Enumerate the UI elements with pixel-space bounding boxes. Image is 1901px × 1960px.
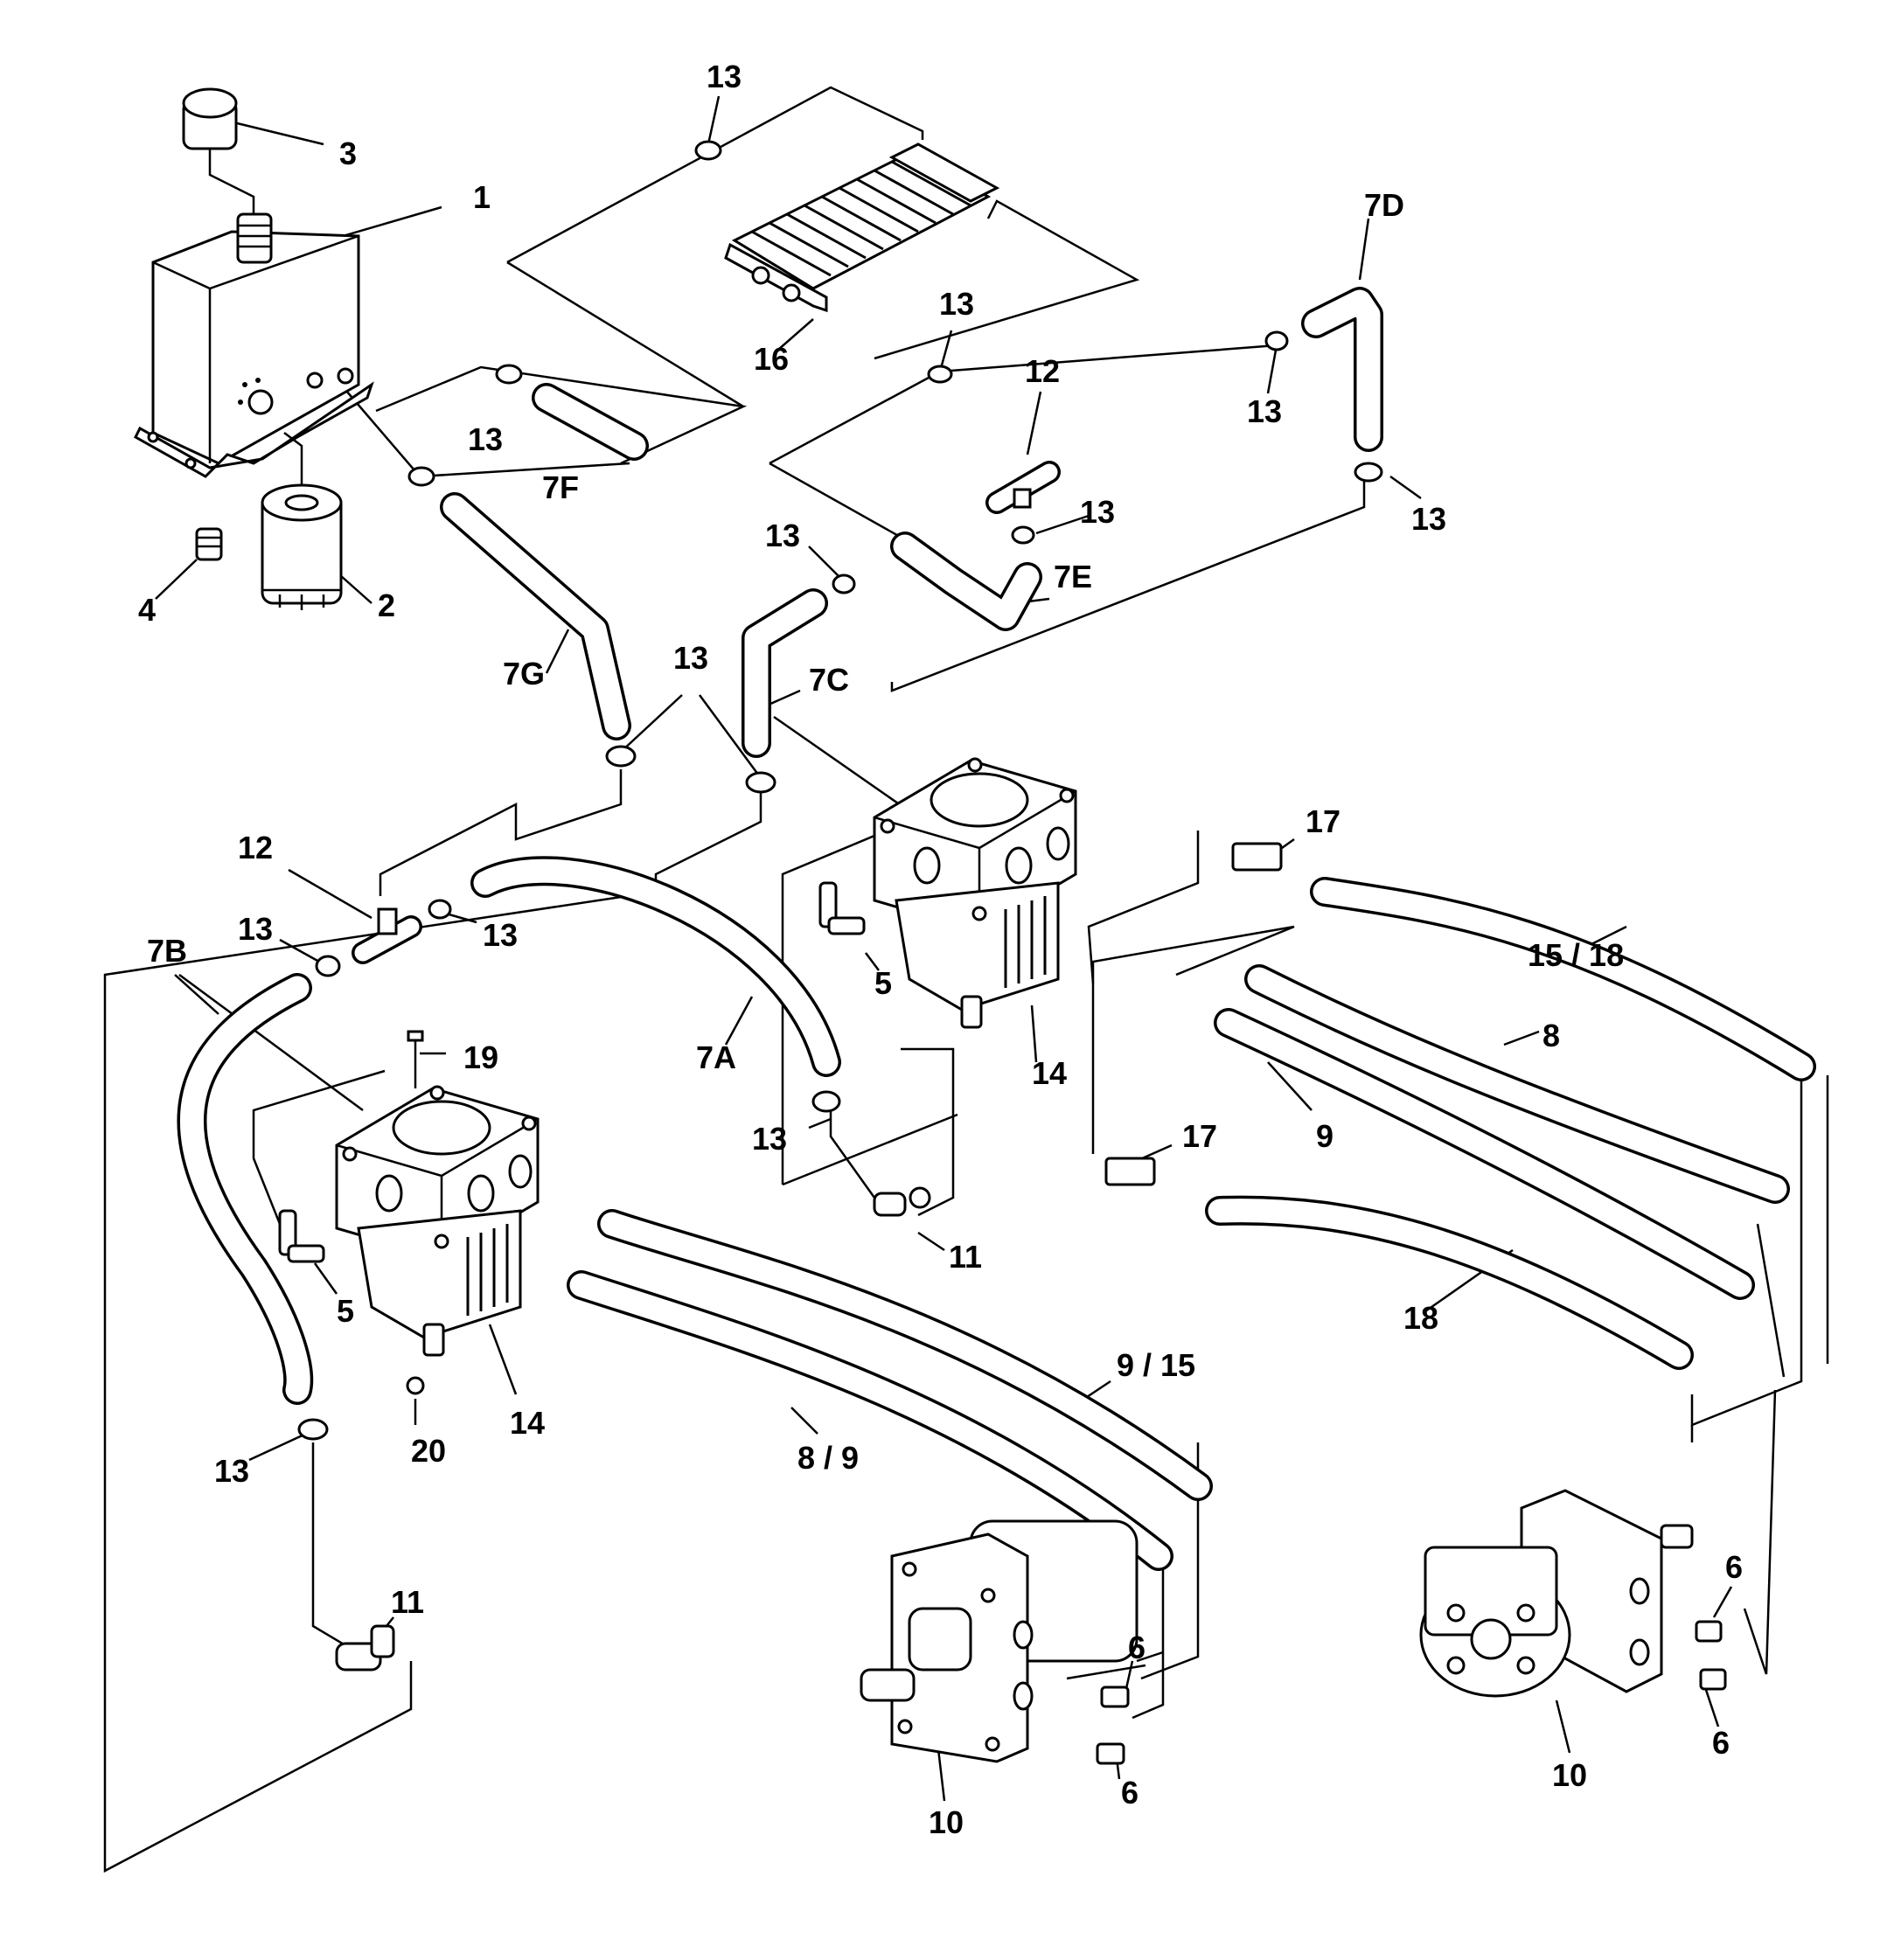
callout-label: 7A — [696, 1039, 736, 1075]
callout-label: 7D — [1364, 187, 1404, 223]
callout-label: 6 — [1121, 1775, 1139, 1811]
callout-label: 8 / 9 — [797, 1440, 859, 1476]
callout-label: 13 — [214, 1453, 249, 1489]
callout-label: 3 — [339, 136, 357, 171]
callout-label: 7B — [147, 933, 187, 969]
tee-fitting-left — [352, 907, 422, 964]
callout-label: 13 — [1247, 393, 1282, 429]
callout-label: 14 — [1032, 1055, 1067, 1091]
callout-label: 6 — [1712, 1725, 1730, 1761]
callout-label: 2 — [378, 587, 395, 623]
callout-label: 13 — [1080, 494, 1115, 530]
callout-label: 8 — [1542, 1018, 1560, 1053]
callout-label: 14 — [510, 1405, 545, 1441]
callout-label: 13 — [707, 59, 742, 94]
callout-label: 5 — [337, 1293, 354, 1329]
hose-9 — [1214, 1008, 1755, 1300]
callout-label: 9 / 15 — [1117, 1347, 1195, 1383]
hose-7f — [532, 383, 649, 461]
callout-label: 19 — [463, 1039, 498, 1075]
callout-label: 4 — [138, 592, 156, 628]
callout-label: 7G — [503, 656, 545, 692]
elbow-11-bottom — [335, 1624, 395, 1672]
hose-18 — [1205, 1195, 1694, 1370]
callout-label: 13 — [752, 1121, 787, 1157]
callout-label: 1 — [473, 179, 491, 215]
callout-label: 13 — [483, 917, 518, 953]
hose-7d — [1301, 287, 1383, 452]
callout-label: 13 — [238, 911, 273, 947]
callout-label: 13 — [468, 421, 503, 457]
callout-label: 7F — [542, 469, 579, 505]
oil-filter — [261, 483, 343, 610]
elbow-11-mid — [873, 1186, 931, 1217]
hydraulic-pump-left — [335, 1085, 540, 1357]
callout-label: 10 — [1552, 1757, 1587, 1793]
callout-label: 17 — [1182, 1118, 1217, 1154]
callout-label: 13 — [939, 286, 974, 322]
callout-label: 12 — [238, 830, 273, 865]
callout-label: 10 — [929, 1804, 964, 1840]
callout-label: 17 — [1306, 803, 1340, 839]
callout-label: 7E — [1054, 559, 1092, 594]
hose-8-9 — [567, 1270, 1173, 1571]
hose-9-15 — [597, 1209, 1213, 1501]
hose-7b — [177, 973, 314, 1405]
callout-label: 6 — [1725, 1549, 1743, 1585]
callout-label: 7C — [809, 662, 849, 698]
callout-label: 12 — [1025, 353, 1060, 389]
fittings-6 — [1096, 1620, 1727, 1765]
adapter-17-top — [1231, 842, 1283, 872]
bolt-19 — [407, 1030, 424, 1088]
callout-labels: 3 1 4 2 13 16 13 13 7F 7D 12 13 13 13 13… — [138, 59, 1743, 1840]
hose-8 — [1244, 964, 1790, 1204]
hose-7c — [742, 588, 828, 758]
callout-label: 18 — [1403, 1300, 1438, 1336]
hose-7a — [470, 856, 841, 1077]
callout-label: 16 — [754, 341, 789, 377]
hose-7e — [890, 532, 1042, 631]
tee-fitting-top — [985, 461, 1061, 514]
hose-7g — [440, 492, 631, 740]
orbital-motor-right — [1419, 1489, 1694, 1698]
nut-20 — [406, 1376, 425, 1395]
hydraulic-pump-right — [873, 757, 1077, 1029]
orbital-motor-mid — [860, 1519, 1139, 1763]
elbow-5-right — [818, 881, 866, 935]
callout-label: 15 / 18 — [1528, 937, 1624, 973]
callout-label: 6 — [1128, 1630, 1145, 1665]
oil-cooler — [724, 142, 1000, 313]
callout-label: 11 — [949, 1239, 982, 1275]
callout-label: 13 — [673, 640, 708, 676]
callout-label: 11 — [391, 1584, 424, 1620]
callout-label: 13 — [765, 518, 800, 553]
callout-label: 20 — [411, 1433, 446, 1469]
elbow-5-left — [278, 1209, 325, 1263]
callout-label: 5 — [874, 965, 892, 1001]
callout-label: 9 — [1316, 1118, 1333, 1154]
hose-clamps — [297, 140, 1383, 1441]
reservoir-tank — [134, 212, 374, 478]
adapter-17-mid — [1104, 1157, 1156, 1186]
breather-cap — [182, 87, 238, 150]
callout-label: 13 — [1411, 501, 1446, 537]
hose-15-18 — [1310, 877, 1816, 1081]
drain-plug — [195, 527, 223, 561]
